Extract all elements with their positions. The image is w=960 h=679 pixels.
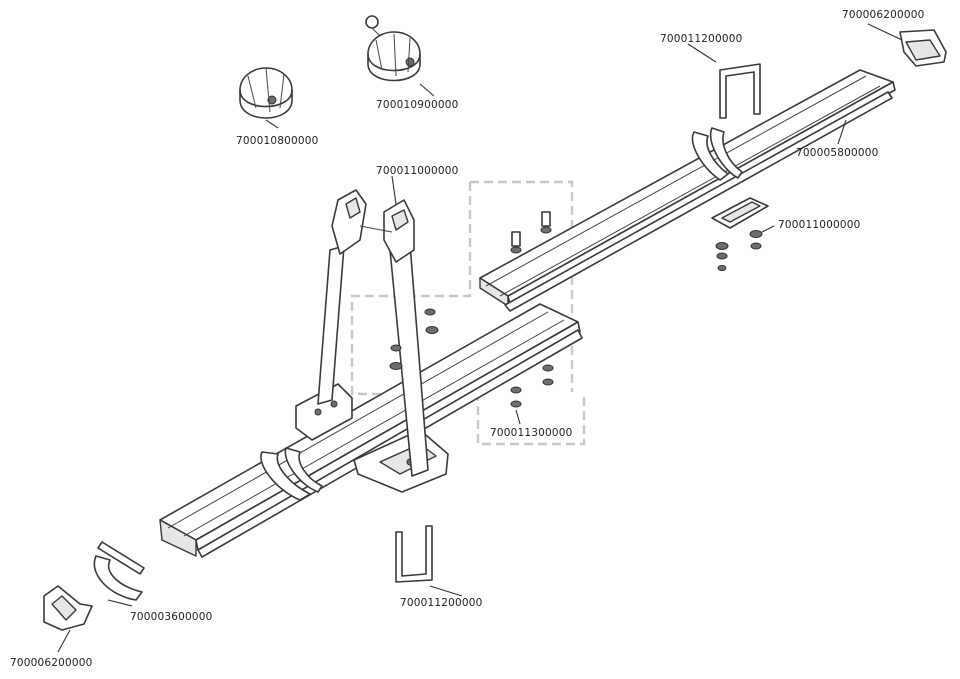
part-label-u-bolt-top: 700011200000 bbox=[660, 33, 743, 45]
right-rail-rod bbox=[504, 91, 893, 312]
u-bolt-bottom bbox=[395, 525, 433, 583]
right-frame-arm bbox=[359, 199, 429, 477]
fastener-set-lower bbox=[510, 364, 554, 408]
main-rail-strap bbox=[260, 447, 323, 501]
mounting-plate-right bbox=[711, 197, 769, 271]
part-label-end-cap-top-right: 700006200000 bbox=[842, 9, 925, 21]
part-label-u-bolt-bottom: 700011200000 bbox=[400, 597, 483, 609]
part-label-frame-arm: 700011000000 bbox=[376, 165, 459, 177]
part-label-knob-large: 700010800000 bbox=[236, 135, 319, 147]
strap-bottom-left bbox=[93, 541, 145, 601]
knob-with-key bbox=[365, 15, 421, 82]
end-cap-top-right bbox=[899, 29, 947, 67]
end-cap-bottom-left bbox=[43, 585, 93, 631]
part-label-strap-bottom-left: 700003600000 bbox=[130, 611, 213, 623]
fastener-set-upper bbox=[389, 211, 552, 370]
part-label-fastener-set: 700011300000 bbox=[490, 427, 573, 439]
right-rail-strap bbox=[691, 127, 743, 181]
part-label-mounting-plate: 700011000000 bbox=[778, 219, 861, 231]
part-label-knob-with-key: 700010900000 bbox=[376, 99, 459, 111]
part-label-rail-channel: 700005800000 bbox=[796, 147, 879, 159]
u-bolt-top bbox=[719, 63, 761, 119]
right-rail-channel bbox=[479, 69, 896, 307]
knob-large bbox=[239, 67, 293, 119]
hardware-group-outline-lower bbox=[476, 392, 586, 446]
left-frame-arm bbox=[317, 189, 367, 405]
leader-lines bbox=[57, 23, 903, 653]
part-label-end-cap-bottom-left: 700006200000 bbox=[10, 657, 93, 669]
